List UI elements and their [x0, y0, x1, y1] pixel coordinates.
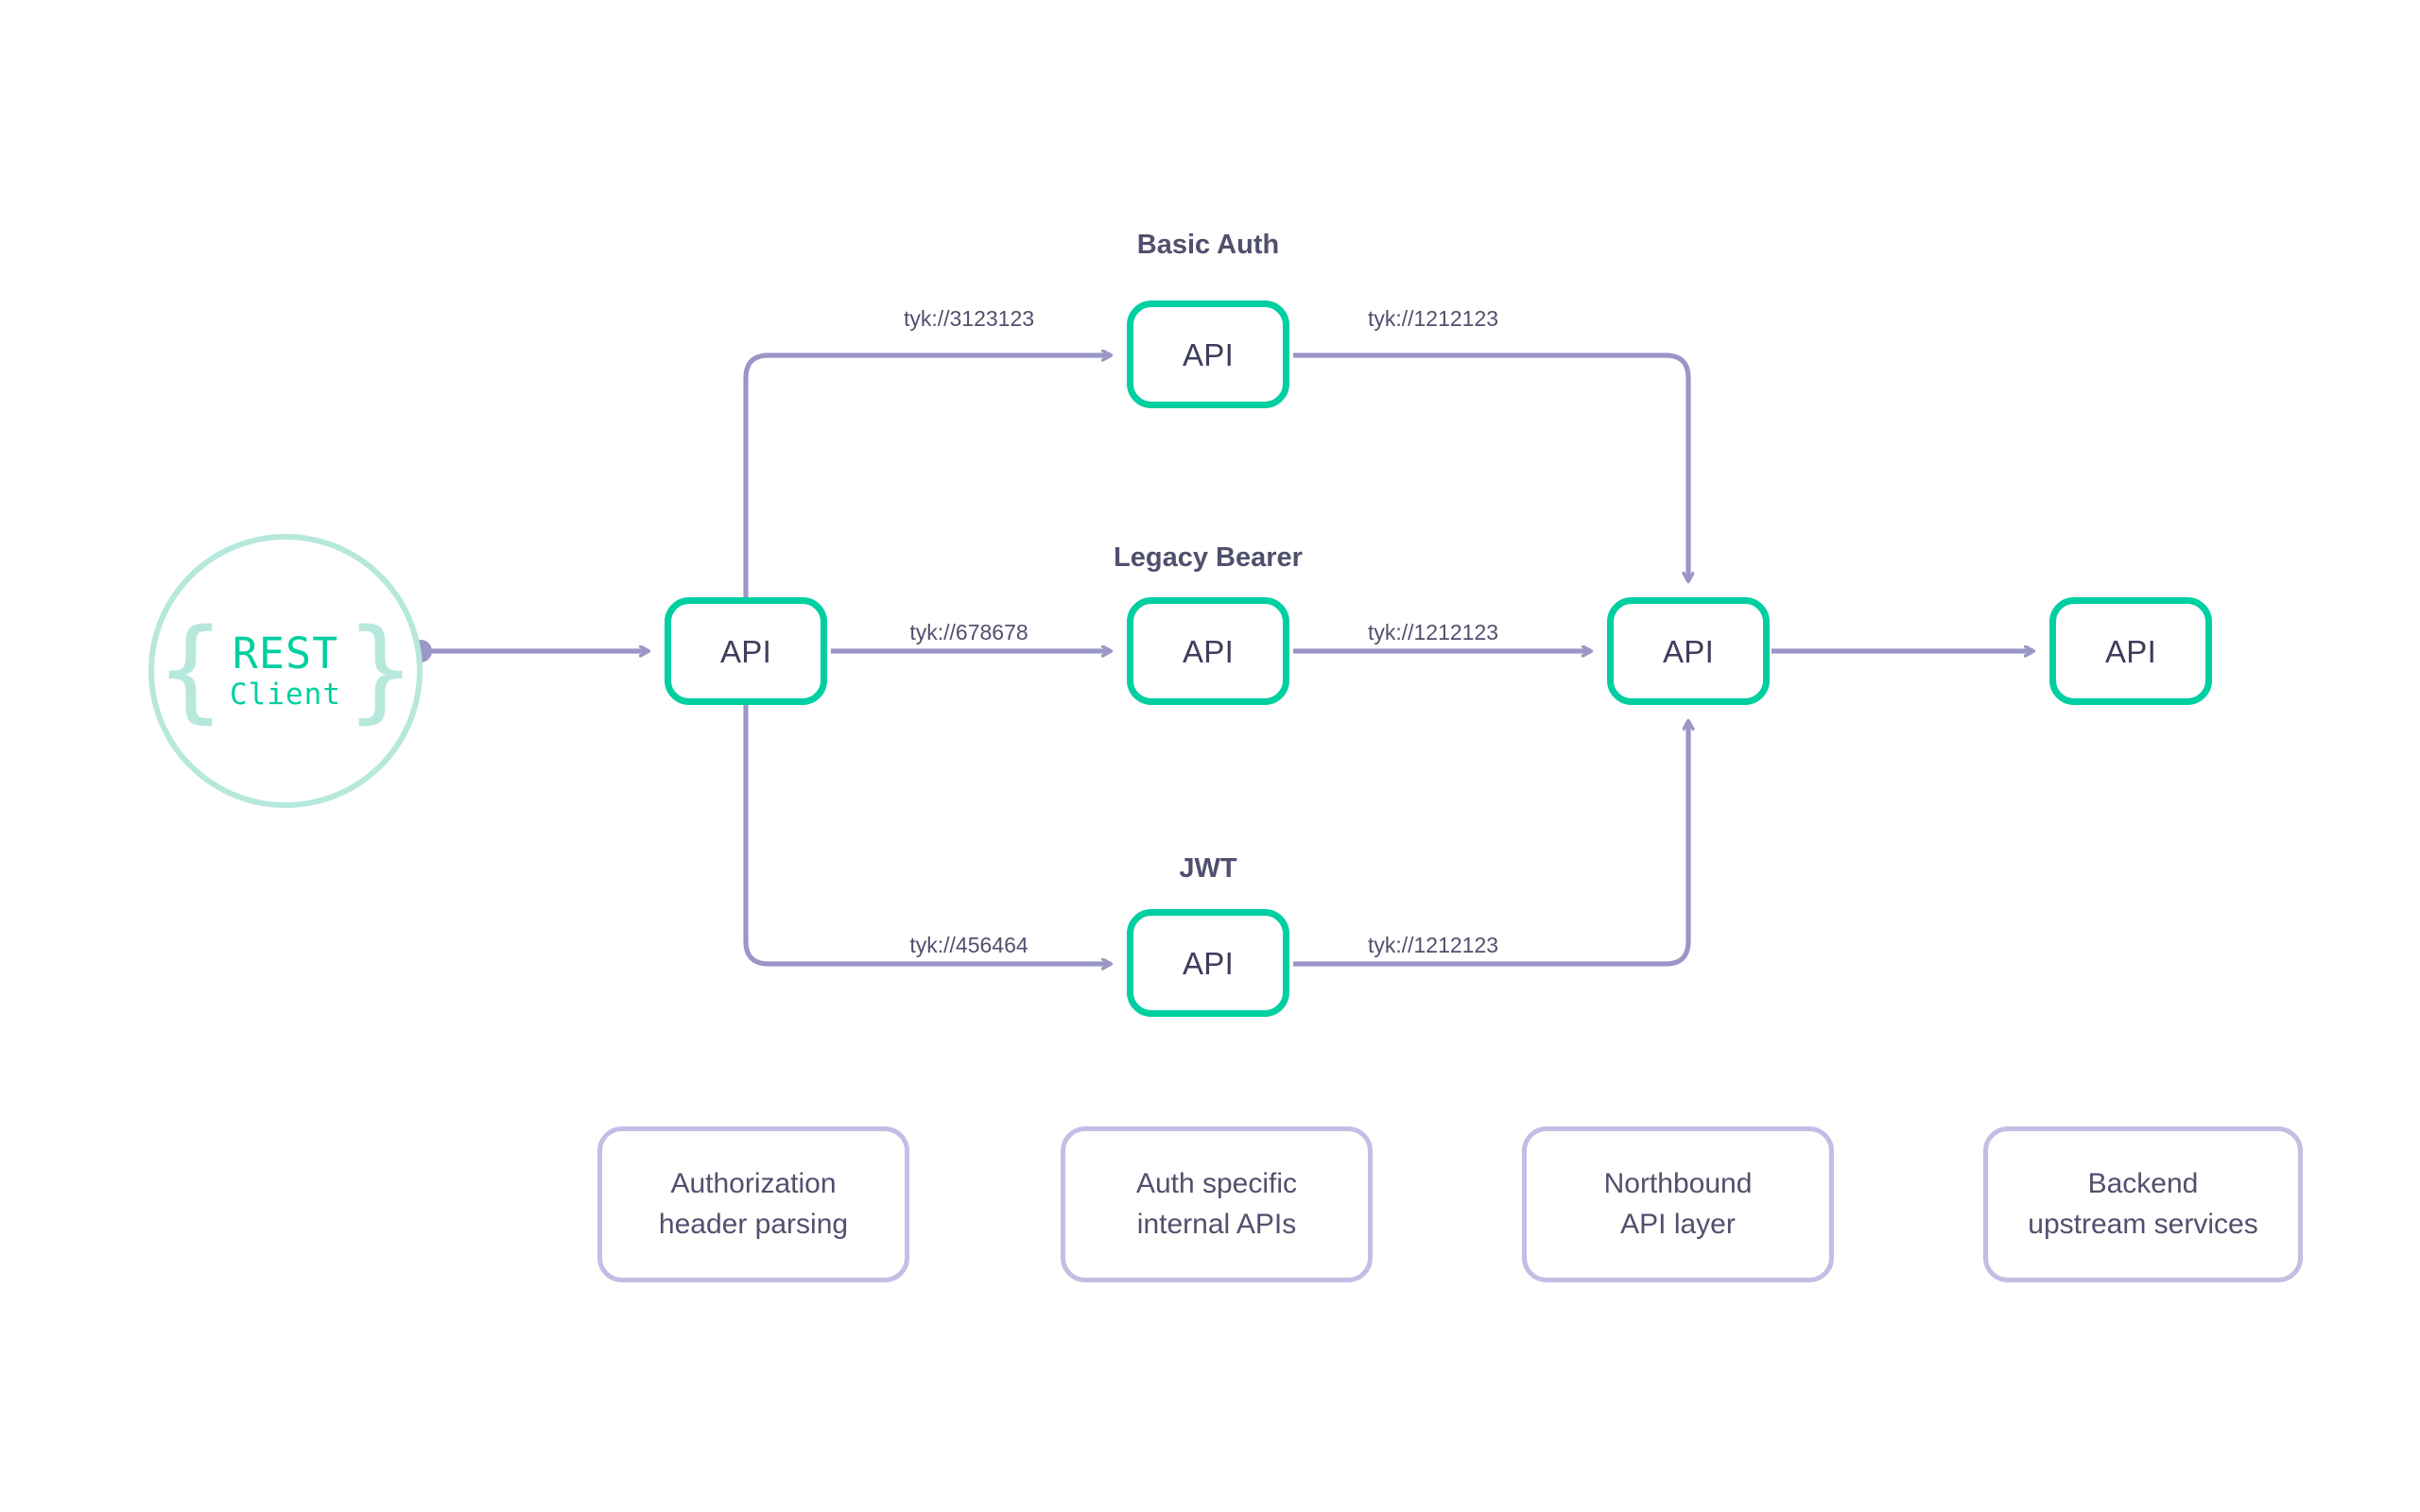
edge-label-basic-auth-to-northbound: tyk://1212123: [1367, 306, 1499, 331]
edge-label-legacy-bearer-to-northbound: tyk://1212123: [1367, 620, 1499, 644]
api-node-northbound[interactable]: API: [1607, 597, 1770, 705]
rest-client-line1: REST: [232, 628, 339, 679]
edge-label-parser-to-jwt: tyk://456464: [909, 933, 1028, 957]
group-title-jwt: JWT: [1179, 853, 1237, 884]
edge-jwt-to-northbound: [1293, 721, 1688, 967]
open-brace-icon: {: [156, 603, 224, 734]
legend-box-northbound-api-layer: Northbound API layer: [1522, 1126, 1834, 1282]
api-node-label: API: [2104, 633, 2157, 669]
api-node-label: API: [1662, 633, 1715, 669]
edge-label-parser-to-basic-auth: tyk://3123123: [903, 306, 1035, 331]
api-node-basic-auth[interactable]: API: [1127, 301, 1289, 408]
legend-label: Backend upstream services: [2028, 1167, 2258, 1240]
edge-parser-to-basic-auth: [743, 355, 1111, 597]
legend-label: Authorization header parsing: [658, 1167, 849, 1240]
api-node-label: API: [1182, 633, 1235, 669]
rest-client-content: { REST Client }: [157, 613, 414, 725]
legend-box-backend-upstream-services: Backend upstream services: [1983, 1126, 2303, 1282]
api-node-auth-header-parser[interactable]: API: [665, 597, 827, 705]
edge-label-parser-to-legacy-bearer: tyk://678678: [909, 620, 1028, 644]
api-node-jwt[interactable]: API: [1127, 909, 1289, 1017]
rest-client-node[interactable]: { REST Client }: [148, 534, 423, 808]
api-node-backend[interactable]: API: [2049, 597, 2212, 705]
rest-client-text: REST Client: [230, 628, 341, 712]
edge-parser-to-jwt: [743, 705, 1111, 964]
edge-label-jwt-to-northbound: tyk://1212123: [1367, 933, 1499, 957]
rest-client-line2: Client: [230, 677, 341, 712]
legend-box-auth-specific-internal-apis: Auth specific internal APIs: [1061, 1126, 1373, 1282]
close-brace-icon: }: [346, 603, 415, 734]
api-node-label: API: [719, 633, 772, 669]
group-title-basic-auth: Basic Auth: [1136, 230, 1280, 260]
legend-label: Auth specific internal APIs: [1135, 1167, 1298, 1240]
api-node-legacy-bearer[interactable]: API: [1127, 597, 1289, 705]
api-node-label: API: [1182, 945, 1235, 981]
edge-basic-auth-to-northbound: [1293, 352, 1688, 581]
legend-box-authorization-header-parsing: Authorization header parsing: [597, 1126, 909, 1282]
group-title-legacy-bearer: Legacy Bearer: [1114, 542, 1303, 573]
api-node-label: API: [1182, 336, 1235, 372]
legend-label: Northbound API layer: [1603, 1167, 1753, 1240]
